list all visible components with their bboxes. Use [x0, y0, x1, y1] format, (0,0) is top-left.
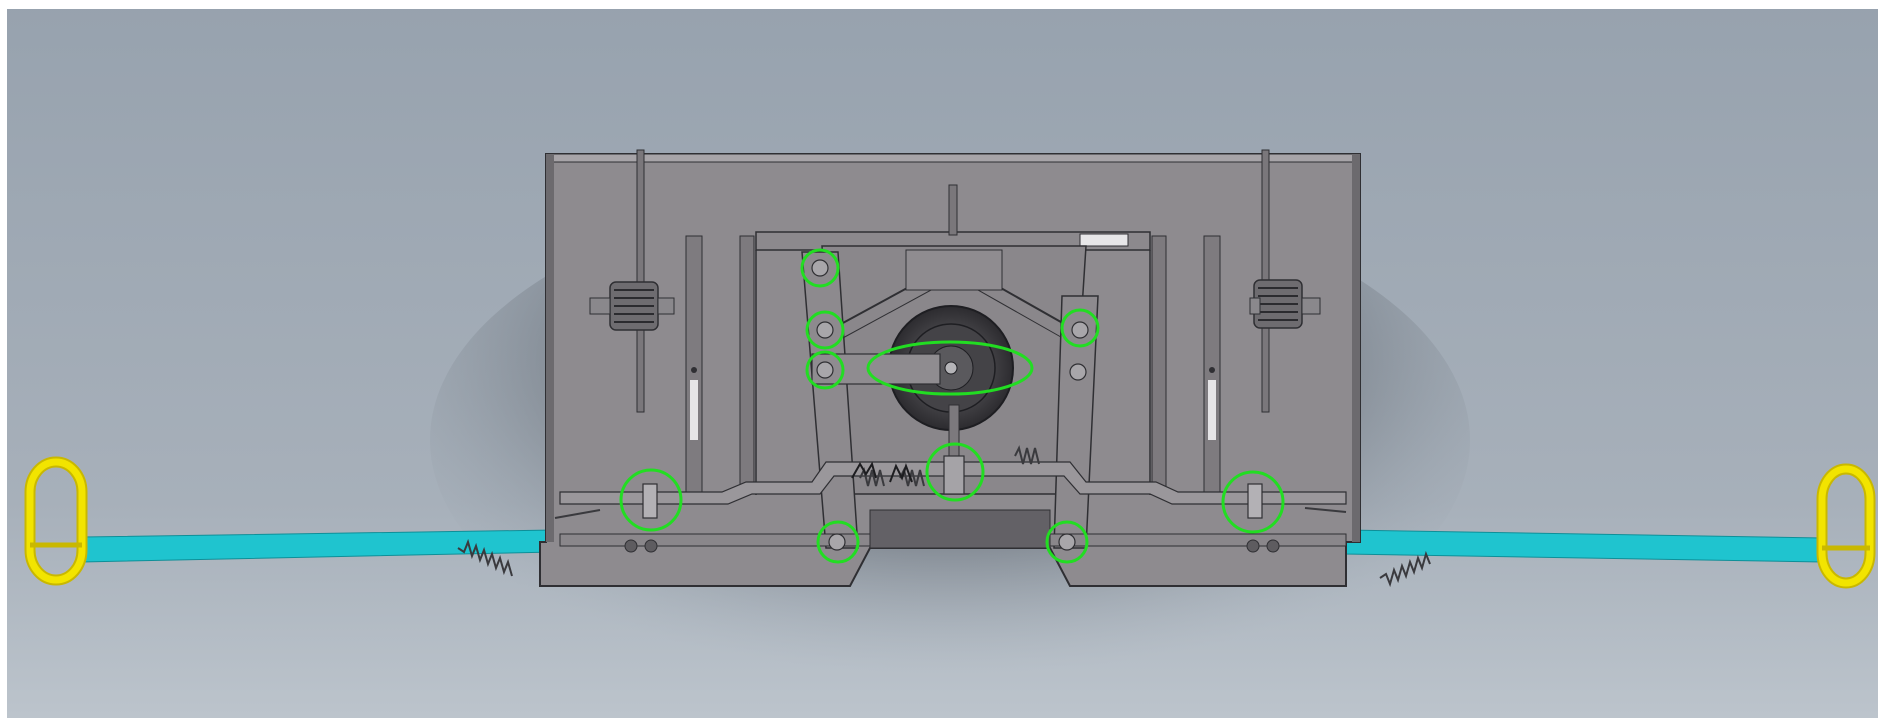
highlight-bolt-upper-left-1[interactable]	[800, 248, 840, 288]
highlight-gear-center-bottom[interactable]	[925, 442, 985, 502]
highlight-bolt-upper-left-2[interactable]	[805, 310, 845, 350]
right-tension-spring	[1249, 149, 1321, 413]
viewport-border-top	[0, 0, 1878, 9]
right-shackle	[1816, 463, 1876, 589]
highlight-bolt-lower-left-outer[interactable]	[619, 468, 683, 532]
left-shackle	[24, 456, 88, 586]
main-housing	[539, 153, 1361, 587]
highlight-bolt-bottom-left[interactable]	[816, 520, 860, 564]
highlight-bolt-upper-left-3[interactable]	[805, 350, 845, 390]
viewport-border-left	[0, 0, 7, 718]
bottom-small-springs	[457, 445, 1431, 588]
bolts	[642, 259, 1263, 551]
marking-scribbles	[851, 461, 913, 483]
highlight-bolt-lower-right-outer[interactable]	[1221, 470, 1285, 534]
left-tension-spring	[589, 149, 675, 413]
highlight-pulley-center[interactable]	[866, 340, 1034, 396]
highlight-markers	[619, 248, 1285, 564]
highlight-bolt-upper-right[interactable]	[1060, 308, 1100, 348]
highlight-bolt-bottom-right[interactable]	[1045, 520, 1089, 564]
